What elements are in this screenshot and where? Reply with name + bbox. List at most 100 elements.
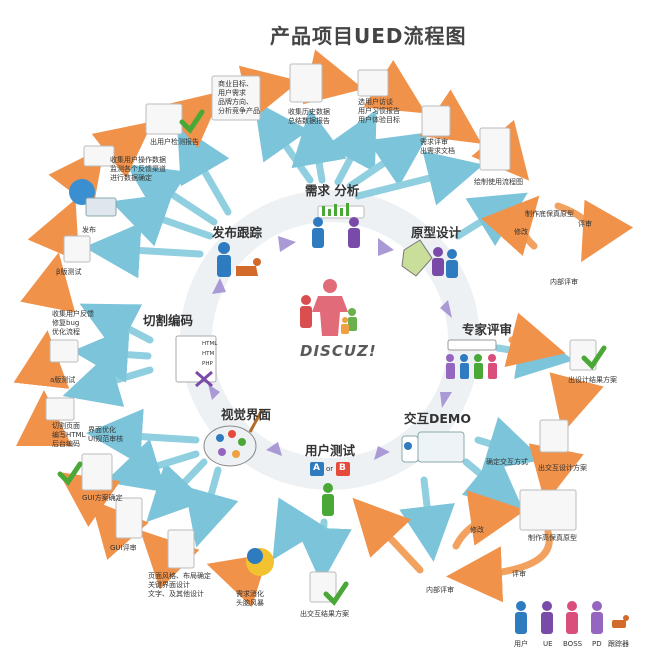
discuz-logo-text: DISCUZ! bbox=[300, 342, 377, 360]
label-interaction-result: 出交互结果方案 bbox=[300, 610, 349, 618]
arrow-to-monitor bbox=[176, 123, 232, 216]
loop-left-up-3 bbox=[20, 252, 76, 313]
arrow-to-flow bbox=[354, 151, 484, 206]
code-htm: HTM bbox=[202, 351, 215, 357]
doc-atest bbox=[49, 339, 79, 363]
legend-boss: BOSS bbox=[563, 640, 583, 648]
release-icon bbox=[217, 242, 261, 277]
stage-visual: 视觉界面 bbox=[221, 407, 272, 422]
loop-review-modify bbox=[452, 490, 526, 550]
arrow-to-history bbox=[291, 108, 347, 184]
visual-icon bbox=[203, 409, 264, 467]
choice-or: or bbox=[326, 465, 334, 473]
stage-analysis: 需求 分析 bbox=[305, 183, 360, 198]
arrow-to-collect bbox=[126, 164, 218, 226]
loop-left-bottom bbox=[90, 499, 149, 560]
analysis-icon bbox=[312, 203, 365, 248]
label-make-proto: 制作底保真原型 bbox=[525, 210, 574, 218]
loop-proto-modify bbox=[481, 195, 540, 256]
doc-cut bbox=[45, 397, 75, 421]
label-beta-test: β版测试 bbox=[56, 268, 82, 276]
page-title: 产品项目UED流程图 bbox=[270, 24, 467, 48]
ring-arrow-2 bbox=[378, 238, 394, 256]
outer-doc-icons bbox=[45, 63, 597, 603]
arrow-to-research bbox=[325, 109, 377, 186]
code-php: PHP bbox=[202, 361, 213, 367]
arrow-to-business bbox=[253, 100, 314, 184]
label-design-result: 出设计结果方案 bbox=[568, 376, 617, 384]
check-icons bbox=[57, 109, 607, 606]
brainstorm-icon bbox=[246, 548, 274, 576]
doc-interaction-plan bbox=[539, 419, 569, 453]
stage-usertest: 用户测试 bbox=[305, 443, 356, 458]
label-business: 商业目标、用户需求品牌方向、分析竞争产品 bbox=[218, 80, 260, 115]
ring-arrow-4 bbox=[440, 392, 452, 408]
arrow-plan-hifi bbox=[528, 443, 584, 504]
doc-history bbox=[289, 63, 323, 103]
loop-arrows bbox=[13, 49, 634, 608]
process-ring-inner bbox=[212, 222, 448, 458]
arrow-to-beta bbox=[84, 222, 204, 279]
ring-arrow-1 bbox=[278, 236, 296, 252]
ring-arrow-6 bbox=[266, 442, 282, 456]
doc-gui-confirm bbox=[81, 453, 113, 491]
publish-globe-icon bbox=[69, 179, 117, 217]
arrow-to-req bbox=[346, 132, 430, 190]
label-internal-review: 内部评审 bbox=[550, 278, 578, 286]
ring-arrow-5 bbox=[374, 446, 390, 460]
choice-a: A bbox=[313, 463, 320, 473]
label-publish: 发布 bbox=[82, 226, 96, 234]
loop-top-4 bbox=[363, 59, 426, 114]
doc-collect bbox=[83, 145, 115, 167]
doc-req bbox=[421, 105, 451, 137]
loop-left-up-2 bbox=[13, 330, 70, 389]
stage-prototype: 原型设计 bbox=[411, 225, 462, 240]
interaction-demo-icon bbox=[401, 431, 465, 463]
check-icon bbox=[581, 345, 607, 370]
loop-top-1 bbox=[161, 91, 223, 149]
label-digest: 需求消化头脑风暴 bbox=[236, 590, 264, 607]
check-icon bbox=[323, 581, 349, 606]
label-confirm-interaction: 确定交互方式 bbox=[486, 458, 528, 466]
label-gui-review: GUI评审 bbox=[110, 544, 137, 552]
label-gui-confirm: GUI方案确定 bbox=[82, 494, 123, 502]
prototype-icon bbox=[401, 239, 458, 278]
label-interaction-plan: 出交互设计方案 bbox=[538, 464, 587, 472]
choice-b: B bbox=[339, 463, 346, 473]
arrow-to-result bbox=[295, 518, 352, 584]
arrow-to-style bbox=[184, 466, 239, 548]
label-page-style: 页面风格、布局确定关键界面设计文字、及其他设计 bbox=[148, 572, 211, 598]
stage-release: 发布跟踪 bbox=[212, 225, 263, 240]
loop-top-5 bbox=[419, 89, 482, 144]
label-hifi: 制作高保真原型 bbox=[528, 534, 577, 542]
loop-top-2 bbox=[238, 65, 300, 121]
loop-top-3 bbox=[302, 49, 364, 105]
label-modify2: 修改 bbox=[470, 526, 484, 534]
discuz-logo-icon bbox=[300, 279, 357, 336]
arrow-to-review2 bbox=[399, 476, 455, 562]
arrow-to-confirm bbox=[474, 416, 544, 471]
doc-monitor bbox=[145, 103, 183, 135]
check-icon bbox=[179, 109, 205, 134]
arrow-expert-result bbox=[504, 312, 566, 367]
ring-arrow-3 bbox=[440, 300, 452, 318]
arrow-to-atest bbox=[72, 326, 152, 383]
label-req: 需求评审出需求文档 bbox=[420, 138, 455, 155]
legend-pd: PD bbox=[592, 640, 602, 648]
arrow-to-gui-confirm bbox=[104, 438, 200, 493]
doc-research bbox=[357, 69, 389, 97]
doc-business bbox=[211, 75, 261, 121]
doc-flow bbox=[479, 127, 511, 171]
loop-style-gui bbox=[140, 530, 200, 590]
label-modify: 修改 bbox=[514, 228, 528, 236]
arrow-result-plan bbox=[549, 372, 604, 434]
legend-user: 用户 bbox=[514, 640, 528, 648]
doc-style bbox=[167, 529, 195, 569]
arrow-to-digest bbox=[272, 497, 327, 560]
check-icon bbox=[57, 461, 83, 486]
usertest-icon bbox=[310, 462, 350, 516]
